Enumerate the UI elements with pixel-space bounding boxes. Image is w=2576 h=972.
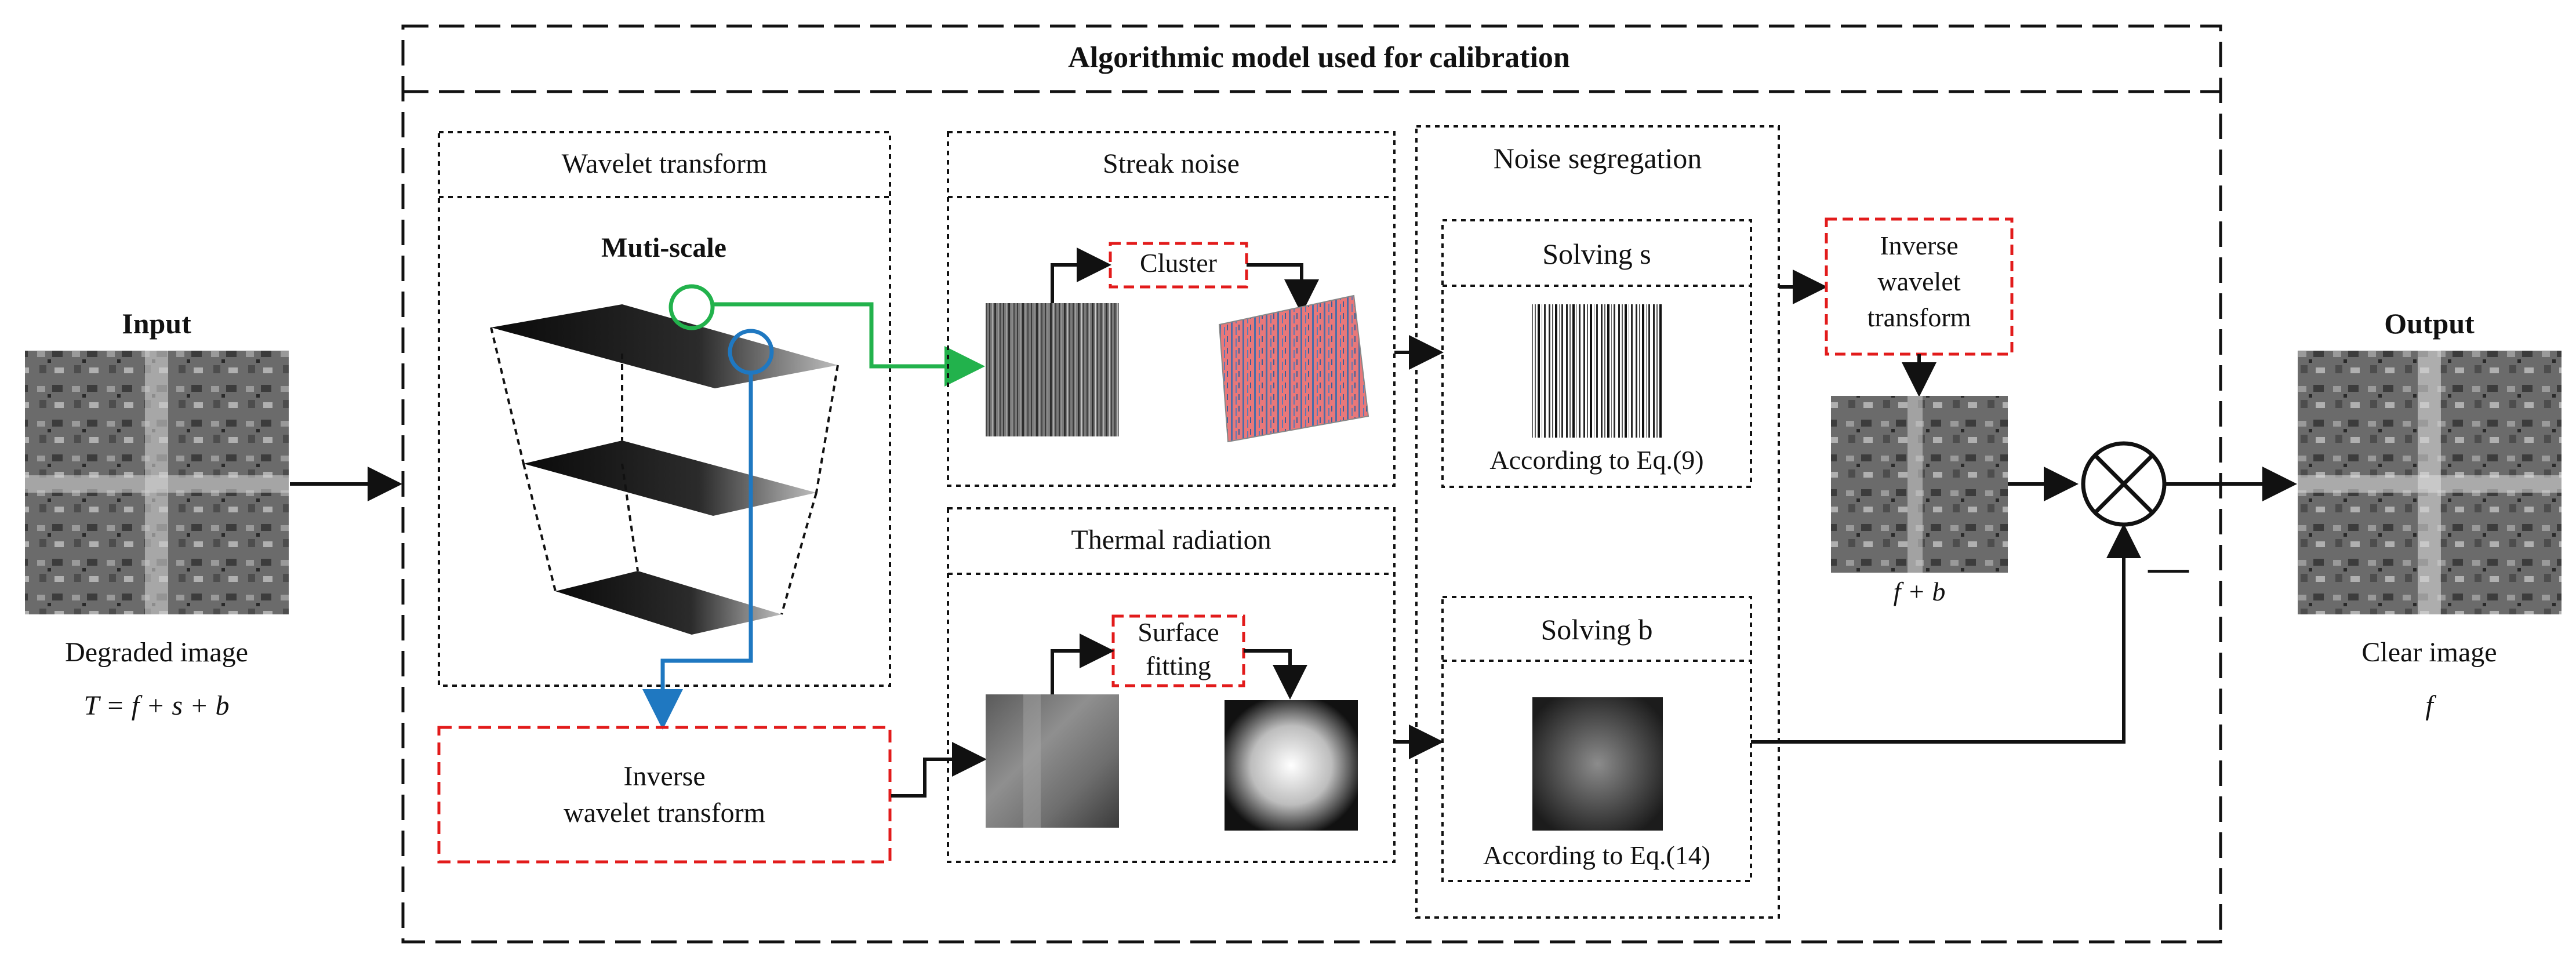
inverse-right-line2: wavelet <box>1877 267 1961 296</box>
arrow-inverse-to-thermal <box>891 742 987 798</box>
arrow-to-fitting <box>1051 634 1114 694</box>
green-marker-icon <box>668 284 715 330</box>
input-caption: Degraded image <box>65 637 248 668</box>
streak-image <box>986 303 1119 436</box>
model-title: Algorithmic model used for calibration <box>1068 41 1570 74</box>
streak-title: Streak noise <box>1103 148 1240 179</box>
segregation-title: Noise segregation <box>1493 142 1702 174</box>
thermal-image <box>986 694 1119 828</box>
inverse-right-line3: transform <box>1867 303 1971 332</box>
arrow-from-cluster <box>1247 263 1319 314</box>
blue-arrow <box>642 373 753 730</box>
solving-b-box <box>1441 596 1752 882</box>
wavelet-subtitle: Muti-scale <box>601 232 726 263</box>
streak-result-image <box>1532 304 1663 438</box>
pyramid-edges <box>490 327 839 615</box>
solving-s-note: According to Eq.(9) <box>1489 445 1704 475</box>
minus-sign: — <box>2148 545 2189 590</box>
cluster-heatmap <box>1218 294 1369 443</box>
input-equation: T = f + s + b <box>83 690 230 721</box>
streak-noise-box <box>947 131 1396 487</box>
wavelet-box <box>438 131 891 687</box>
wavelet-title: Wavelet transform <box>561 148 768 179</box>
output-caption: Clear image <box>2361 637 2497 668</box>
inverse-left-line1: Inverse <box>623 761 706 792</box>
fitted-surface-image <box>1225 700 1358 831</box>
wavelet-layer-mid <box>524 441 816 516</box>
cluster-box <box>1109 242 1248 289</box>
solving-b-title: Solving b <box>1540 613 1653 646</box>
cluster-label: Cluster <box>1140 248 1217 278</box>
inverse-left-line2: wavelet transform <box>564 798 765 828</box>
input-title: Input <box>122 307 191 340</box>
wavelet-layer-bottom <box>555 571 782 635</box>
solving-b-note: According to Eq.(14) <box>1483 840 1711 870</box>
fitting-line1: Surface <box>1138 617 1219 647</box>
arrow-b-to-combine <box>1751 523 2141 744</box>
solving-s-title: Solving s <box>1542 238 1651 270</box>
arrow-from-fitting <box>1244 649 1307 700</box>
inverse-wavelet-left-box <box>437 726 892 864</box>
output-title: Output <box>2384 307 2475 340</box>
green-arrow <box>713 302 985 387</box>
background-result-image <box>1532 697 1663 831</box>
inverse-right-line1: Inverse <box>1880 231 1959 260</box>
thermal-radiation-box <box>947 507 1396 863</box>
thermal-title: Thermal radiation <box>1071 525 1271 555</box>
output-symbol: f <box>2425 690 2433 721</box>
wavelet-layer-top <box>491 304 838 388</box>
recon-caption: f + b <box>1893 577 1946 606</box>
noise-segregation-box <box>1415 125 1780 919</box>
arrow-to-cluster <box>1051 247 1111 303</box>
fitting-line2: fitting <box>1146 651 1211 680</box>
